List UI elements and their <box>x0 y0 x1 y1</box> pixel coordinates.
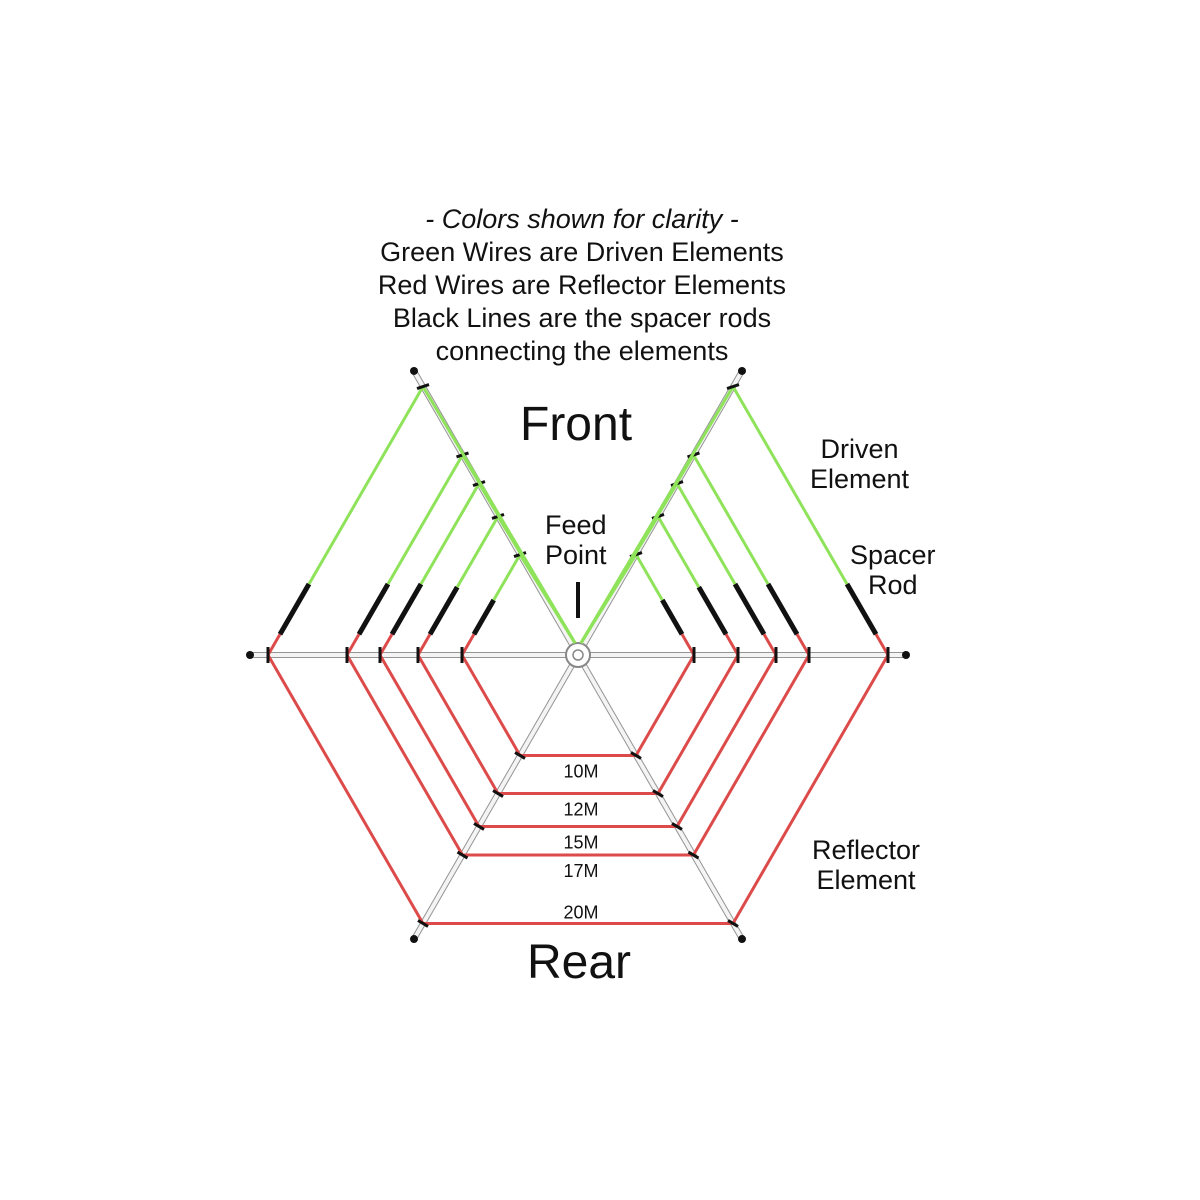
reflector-wire-15M-left <box>378 654 481 828</box>
reflector-wire-10M-left-tail <box>460 633 476 656</box>
legend-black: Black Lines are the spacer rods <box>392 303 772 333</box>
spacer-rod-10M-left <box>471 598 496 636</box>
feed-point-label-line1: Feed <box>545 510 607 540</box>
reflector-wire-12M-right-tail <box>724 633 740 656</box>
reflector-wire-10M-right <box>634 654 696 757</box>
driven-wire-10M-right <box>634 553 664 601</box>
reflector-wire-17M-right <box>692 654 811 856</box>
reflector-wire-20M-right <box>731 654 890 925</box>
spreader-clamp <box>492 789 504 798</box>
driven-label-line1: Driven <box>820 434 899 464</box>
reflector-wire-10M-left <box>460 654 522 757</box>
band-label-12M: 12M <box>563 800 598 820</box>
center-hub <box>565 642 591 668</box>
spreader-lower-left <box>411 653 580 942</box>
spacer-rod-10M-right <box>660 598 685 636</box>
spreader-clamp <box>726 383 740 390</box>
center-hub-inner <box>572 649 584 661</box>
spacer-rod-15M-left <box>389 582 424 636</box>
legend-green: Green Wires are Driven Elements <box>380 237 784 267</box>
reflector-wire-12M-left <box>416 654 500 795</box>
color-legend: - Colors shown for clarity - Green Wires… <box>0 203 1164 368</box>
reflector-wire-17M-left <box>345 654 464 856</box>
reflector-wire-20M-right-tail <box>874 633 890 656</box>
reflector-label-line2: Element <box>816 865 916 895</box>
spreader-clamp <box>671 822 683 831</box>
spreader-end-cap <box>410 935 418 944</box>
spreader-clamp <box>727 919 739 928</box>
reflector-wire-10M-right-tail <box>680 633 696 656</box>
spreader-end-cap <box>246 651 254 659</box>
driven-wire-15M-left <box>419 482 481 585</box>
driven-wire-20M-left <box>307 385 425 585</box>
spreader-lower-right <box>576 653 745 942</box>
reflector-element-label: Reflector Element <box>812 835 920 895</box>
spacer-rod-label: Spacer Rod <box>850 540 936 600</box>
driven-element-label: Driven Element <box>810 434 909 494</box>
spreader-clamp <box>687 850 700 860</box>
spacer-label-line1: Spacer <box>850 540 936 570</box>
band-label-10M: 10M <box>563 761 598 781</box>
feed-point-label: Feed Point <box>545 510 607 570</box>
driven-label-line2: Element <box>810 464 910 494</box>
reflector-wire-15M-left-tail <box>378 633 394 656</box>
driven-wire-17M-right <box>692 454 770 585</box>
driven-wire-15M-right <box>675 482 737 585</box>
reflector-wire-20M-left <box>266 654 425 925</box>
spacer-rod-12M-left <box>427 585 460 636</box>
reflector-wire-12M-right <box>656 654 740 795</box>
driven-wire-10M-left <box>492 553 522 601</box>
spreader-clamp <box>473 822 485 831</box>
spacer-rod-17M-left <box>356 582 391 636</box>
spreader-clamp <box>652 789 664 798</box>
spreader-end-cap <box>902 651 910 659</box>
reflector-wire-17M-right-tail <box>795 633 811 656</box>
legend-red: Red Wires are Reflector Elements <box>377 270 787 300</box>
driven-wire-20M-right-to-feed <box>579 385 735 644</box>
driven-wire-12M-right <box>656 515 701 588</box>
reflector-wire-17M-left-tail <box>345 633 361 656</box>
driven-wire-20M-right <box>731 385 849 585</box>
spacer-rod-20M-left <box>277 582 312 636</box>
spreader-end-cap <box>738 935 746 944</box>
spacer-rod-12M-right <box>696 585 729 636</box>
rear-label: Rear <box>527 936 632 989</box>
driven-wire-17M-left <box>386 454 464 585</box>
spacer-label-line2: Rod <box>868 570 918 600</box>
spreader-clamp <box>416 383 430 390</box>
reflector-wire-15M-right-tail <box>762 633 778 656</box>
band-label-20M: 20M <box>563 902 598 922</box>
reflector-wire-12M-left-tail <box>416 633 432 656</box>
reflector-wire-15M-right <box>675 654 778 828</box>
spacer-rod-20M-right <box>844 582 879 636</box>
spreader-clamp <box>514 751 526 760</box>
spreader-end-cap <box>738 366 746 375</box>
feed-point-label-line2: Point <box>545 540 607 570</box>
front-label: Front <box>520 398 633 451</box>
spreader-clamp <box>630 751 642 760</box>
band-label-17M: 17M <box>563 861 598 881</box>
driven-wire-20M-left-to-feed <box>421 385 577 644</box>
legend-note: - Colors shown for clarity - <box>425 204 739 234</box>
band-label-15M: 15M <box>563 832 598 852</box>
driven-wire-12M-left <box>455 515 500 588</box>
spreader-clamp <box>456 850 469 860</box>
reflector-label-line1: Reflector <box>812 835 921 865</box>
spacer-rod-17M-right <box>765 582 800 636</box>
spreader-end-cap <box>410 366 418 375</box>
spacer-rod-15M-right <box>732 582 767 636</box>
reflector-wire-20M-left-tail <box>266 633 282 656</box>
legend-black-cont: connecting the elements <box>435 336 729 366</box>
spreader-clamp <box>417 919 429 928</box>
